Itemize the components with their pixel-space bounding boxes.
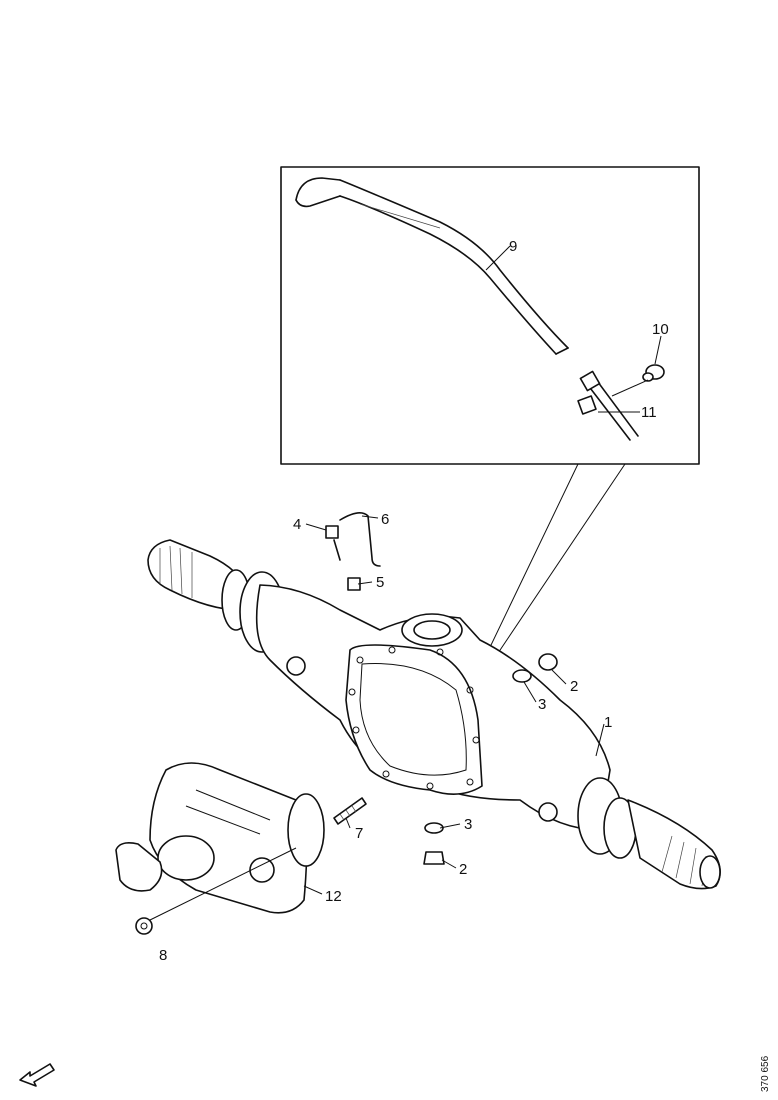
callout-4: 4 <box>293 516 301 533</box>
callout-7: 7 <box>355 825 363 842</box>
axle-housing <box>147 539 721 890</box>
leader-lines <box>303 515 605 895</box>
callout-10: 10 <box>652 321 669 338</box>
callout-11: 11 <box>641 404 657 421</box>
direction-arrow-icon <box>19 1063 55 1087</box>
breather-hose <box>295 177 569 355</box>
callout-8: 8 <box>159 947 167 964</box>
reference-number: 370 656 <box>760 1055 771 1092</box>
callout-2-lower: 2 <box>459 861 467 878</box>
callout-labels: 1 2 2 3 3 4 5 6 7 8 9 10 11 12 <box>159 238 669 964</box>
fitting-pipe <box>577 370 639 441</box>
callout-3-lower: 3 <box>464 816 472 833</box>
callout-3-upper: 3 <box>538 696 546 713</box>
differential-carrier <box>115 762 325 914</box>
filler-plug-upper <box>512 653 558 683</box>
callout-2-upper: 2 <box>570 678 578 695</box>
callout-5: 5 <box>376 574 384 591</box>
callout-6: 6 <box>381 511 389 528</box>
drain-plug-lower <box>423 822 445 865</box>
stud <box>333 797 367 825</box>
inset-pointer <box>479 463 626 669</box>
callout-12: 12 <box>325 888 342 905</box>
callout-1: 1 <box>604 714 612 731</box>
flange-nut <box>135 847 297 935</box>
callout-9: 9 <box>509 238 517 255</box>
breather-valve <box>642 364 665 382</box>
breather-assembly <box>325 512 381 591</box>
detail-inset <box>280 166 700 465</box>
